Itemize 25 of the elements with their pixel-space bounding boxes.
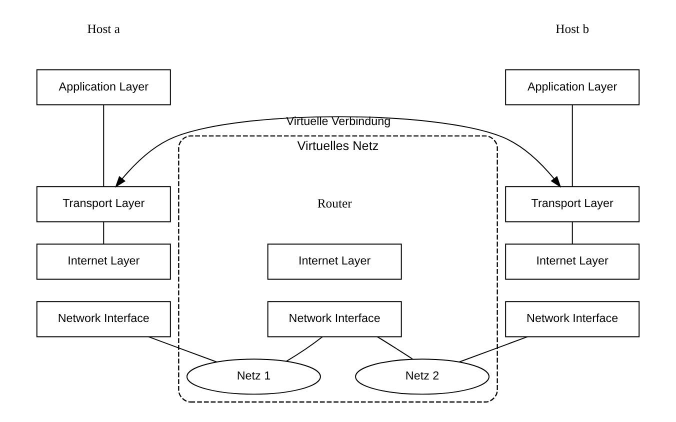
- edge-label: Virtuelle Verbindung: [286, 114, 391, 128]
- node-box: Internet Layer: [505, 244, 640, 280]
- node-box: Network Interface: [505, 301, 640, 338]
- connector: [376, 336, 413, 360]
- connector: [572, 104, 573, 187]
- connector: [572, 221, 573, 245]
- node-ellipse: Netz 2: [355, 358, 490, 395]
- node-box: Transport Layer: [505, 186, 640, 222]
- node-box: Internet Layer: [267, 244, 402, 280]
- node-box: Transport Layer: [36, 186, 171, 222]
- node-ellipse: Netz 1: [186, 358, 321, 395]
- connector: [458, 336, 528, 362]
- arrow: [115, 116, 562, 188]
- connector: [148, 336, 218, 362]
- label: Router: [317, 196, 352, 210]
- label: Host b: [556, 22, 590, 36]
- connector: [103, 221, 104, 245]
- node-box: Network Interface: [36, 301, 171, 338]
- node-box: Application Layer: [36, 69, 171, 106]
- node-box: Application Layer: [505, 69, 640, 106]
- connector: [286, 336, 323, 362]
- label: Host a: [87, 22, 120, 36]
- node-box: Network Interface: [267, 301, 402, 338]
- node-box: Internet Layer: [36, 244, 171, 280]
- connector: [103, 104, 104, 187]
